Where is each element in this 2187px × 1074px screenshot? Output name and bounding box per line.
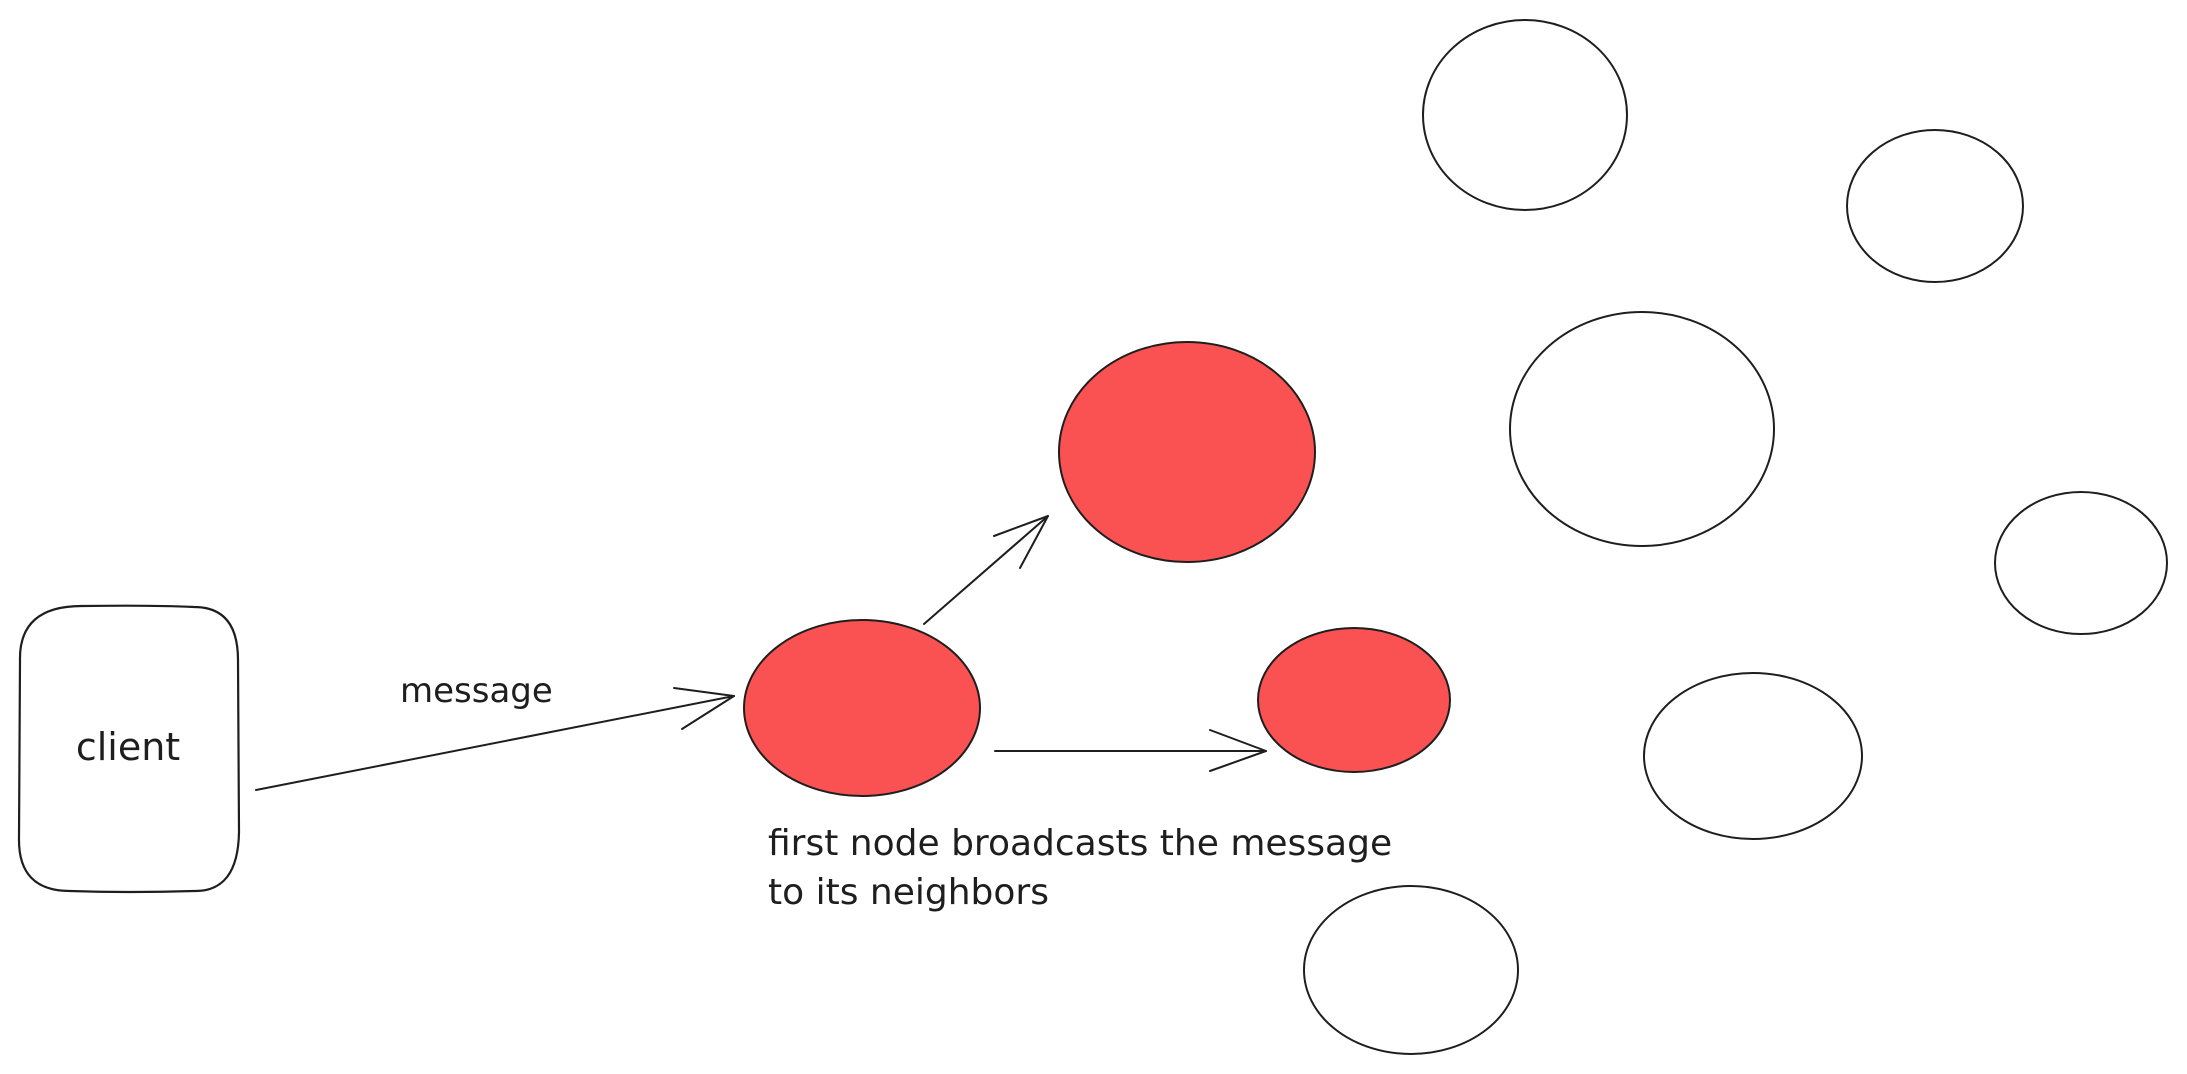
arrow-line (255, 695, 735, 791)
arrowhead (1209, 729, 1267, 772)
neighbor-node-right (1257, 627, 1451, 773)
arrow-line (923, 515, 1049, 625)
node-lower-right (1643, 672, 1863, 840)
first-node (743, 619, 981, 797)
arrow-client-to-first-node: message (255, 671, 735, 791)
arrow-first-to-upper-neighbor (923, 515, 1049, 625)
client-box (17, 604, 241, 894)
arrow-first-to-right-neighbor (994, 729, 1267, 772)
node-top (1422, 19, 1628, 211)
neighbor-node-upper (1058, 341, 1316, 563)
arrowhead (673, 687, 735, 730)
client-label: client (76, 725, 180, 769)
node-middle-large (1509, 311, 1775, 547)
node-bottom (1303, 885, 1519, 1055)
message-label: message (400, 671, 553, 711)
arrowhead (993, 515, 1049, 569)
caption-line-2: to its neighbors (768, 872, 1049, 913)
caption: first node broadcasts the message to its… (768, 823, 1392, 913)
node-far-right (1994, 491, 2168, 635)
node-top-right (1846, 129, 2024, 283)
caption-line-1: first node broadcasts the message (768, 823, 1392, 864)
client-node: client (17, 604, 241, 894)
